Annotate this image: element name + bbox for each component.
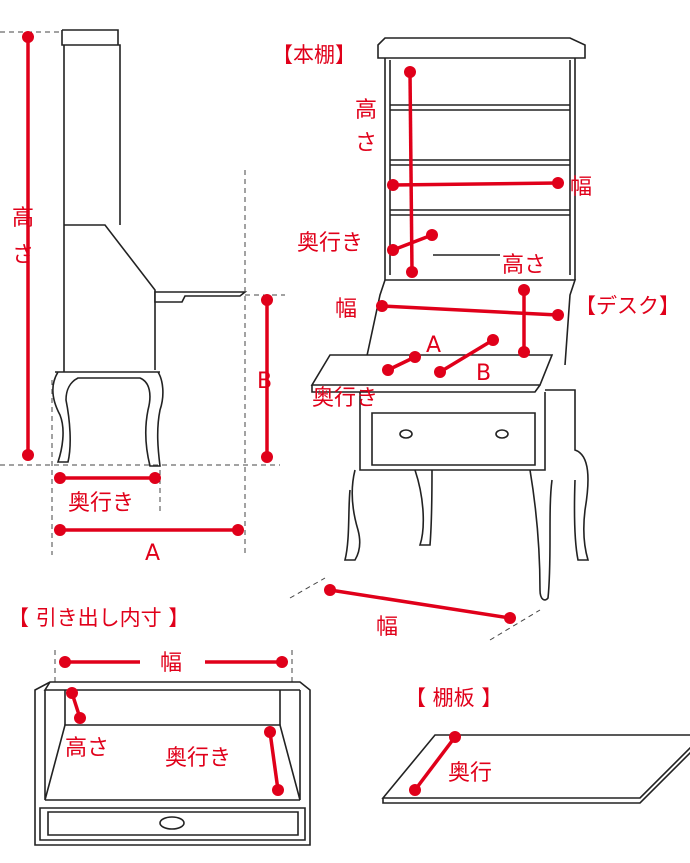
bookcase-title: 【本棚】 xyxy=(272,43,356,67)
bookcase-height-dimension xyxy=(404,66,418,278)
side-height-dimension xyxy=(22,31,34,461)
side-depth-dimension xyxy=(54,472,161,484)
overall-width-label: 幅 xyxy=(376,615,398,640)
bookcase-depth-label: 奥行き xyxy=(297,231,363,256)
front-view: 【本棚】 高 さ 高さ 幅 奥行き 高さ 【デスク】 幅 xyxy=(272,37,680,641)
bookcase-width-label: 幅 xyxy=(570,175,592,200)
drawer-title: 【 引き出し内寸 】 xyxy=(8,606,189,630)
desk-a-dimension xyxy=(382,351,421,376)
shelf-depth-dimension xyxy=(409,731,461,796)
side-b-dimension xyxy=(261,294,273,463)
side-height-label-2: さ xyxy=(12,243,34,268)
desk-b-label: B xyxy=(476,361,491,386)
overall-width-dimension xyxy=(324,584,516,624)
bookcase-depth-dimension xyxy=(387,229,438,256)
bookcase-height-label-2: さ xyxy=(355,131,377,156)
desk-depth-label: 奥行き xyxy=(312,386,378,411)
shelf-board-view: 【 棚板 】 奥行 xyxy=(381,686,690,804)
drawer-height-dimension xyxy=(66,687,86,724)
shelf-depth-label: 奥行 xyxy=(448,761,492,786)
drawer-view: 【 引き出し内寸 】 幅 高さ 奥行き xyxy=(8,606,311,846)
drawer-height-label: 高さ xyxy=(65,736,109,761)
desk-width-label: 幅 xyxy=(335,297,357,322)
desk-width-dimension xyxy=(376,300,564,321)
shelf-title: 【 棚板 】 xyxy=(405,686,502,710)
desk-b-dimension xyxy=(434,334,499,378)
side-view: 高 さ 高さ B 奥行き A xyxy=(0,29,285,566)
side-a-dimension xyxy=(54,524,244,536)
desk-title: 【デスク】 xyxy=(575,294,680,318)
drawer-width-dimension xyxy=(59,656,288,668)
bookcase-height-label-1: 高 xyxy=(355,98,377,123)
bookcase-width-dimension xyxy=(387,177,564,191)
side-height-label-1: 高 xyxy=(12,206,34,231)
desk-a-label: A xyxy=(426,333,441,358)
drawer-depth-dimension xyxy=(264,726,284,796)
desk-height-dimension xyxy=(518,284,530,358)
side-depth-label: 奥行き xyxy=(68,491,134,516)
desk-height-label: 高さ xyxy=(502,253,546,278)
drawer-width-label: 幅 xyxy=(160,651,182,676)
drawer-depth-label: 奥行き xyxy=(165,746,231,771)
side-b-label: B xyxy=(257,369,272,394)
side-a-label: A xyxy=(145,541,160,566)
